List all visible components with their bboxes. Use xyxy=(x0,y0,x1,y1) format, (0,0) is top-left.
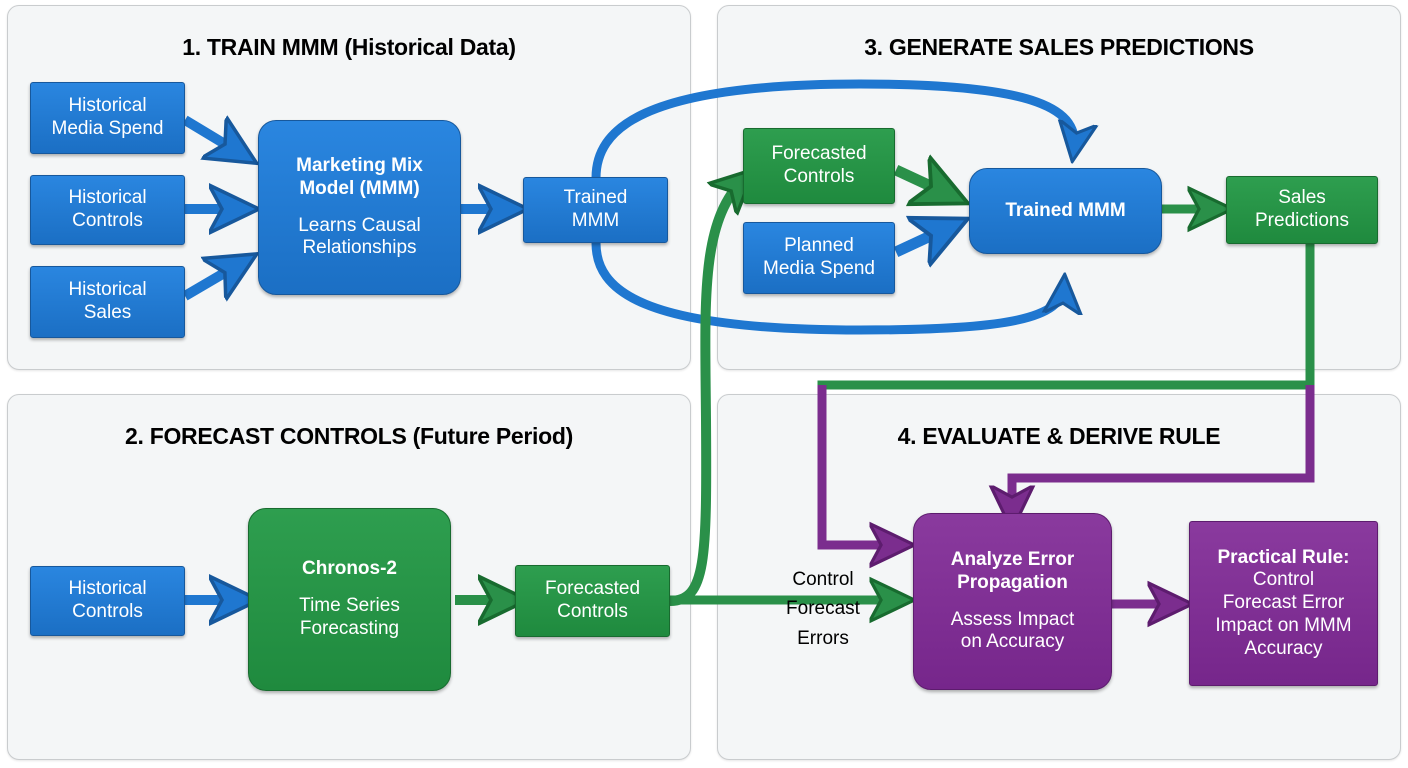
node-title-line1: Marketing Mix xyxy=(296,154,423,176)
node-label-line1: Planned xyxy=(784,235,854,257)
node-title-line2: Model (MMM) xyxy=(299,177,420,199)
node-label-line2: Sales xyxy=(83,302,132,323)
node-label-line2: Controls xyxy=(72,210,143,231)
node-line3: Impact on MMM xyxy=(1215,614,1352,636)
node-forecasted-controls-2[interactable]: Forecasted Controls xyxy=(515,565,670,637)
node-sub-line2: Forecasting xyxy=(299,617,400,639)
node-label-line1: Historical xyxy=(68,279,147,301)
node-label-line2: Controls xyxy=(783,166,855,187)
panel-title-4: 4. EVALUATE & DERIVE RULE xyxy=(897,423,1221,449)
node-title-line2: Propagation xyxy=(957,571,1068,593)
node-historical-sales[interactable]: Historical Sales xyxy=(30,266,185,338)
node-label-line1: Historical xyxy=(68,578,147,600)
node-title-line1: Analyze Error xyxy=(950,548,1075,570)
node-forecasted-controls-3[interactable]: Forecasted Controls xyxy=(743,128,895,204)
node-label-line2: Media Spend xyxy=(51,118,164,139)
node-historical-media-spend[interactable]: Historical Media Spend xyxy=(30,82,185,154)
panel-title-2: 2. FORECAST CONTROLS (Future Period) xyxy=(125,423,573,449)
node-title: Chronos-2 xyxy=(302,558,397,580)
node-label-line1: Historical xyxy=(68,187,147,209)
edge-label-line1: Control xyxy=(792,569,854,590)
node-label-line1: Sales xyxy=(1278,187,1326,209)
node-label-line2: Predictions xyxy=(1255,210,1349,231)
node-sub-line1: Assess Impact xyxy=(950,608,1075,630)
node-label-line2: Controls xyxy=(72,601,143,622)
node-label-line2: MMM xyxy=(571,210,620,231)
node-historical-controls-2[interactable]: Historical Controls xyxy=(30,566,185,636)
panel-title-1: 1. TRAIN MMM (Historical Data) xyxy=(182,34,516,60)
node-line1: Control xyxy=(1252,569,1315,591)
node-trained-mmm-3[interactable]: Trained MMM xyxy=(969,168,1162,254)
node-sub-line2: on Accuracy xyxy=(960,631,1065,653)
node-label-line1: Historical xyxy=(68,95,147,117)
node-analyze-error-propagation[interactable]: Analyze Error Propagation Assess Impact … xyxy=(913,513,1112,690)
node-title: Trained MMM xyxy=(1005,199,1126,221)
node-label-line2: Media Spend xyxy=(763,258,875,279)
node-trained-mmm-output[interactable]: Trained MMM xyxy=(523,177,668,243)
edge-label-control-forecast-errors: Control Forecast Errors xyxy=(748,565,898,653)
node-historical-controls-1[interactable]: Historical Controls xyxy=(30,175,185,245)
node-planned-media-spend[interactable]: Planned Media Spend xyxy=(743,222,895,294)
node-chronos-2[interactable]: Chronos-2 Time Series Forecasting xyxy=(248,508,451,691)
node-label-line1: Trained xyxy=(563,187,628,209)
edge-label-line3: Errors xyxy=(797,627,849,649)
panel-title-3: 3. GENERATE SALES PREDICTIONS xyxy=(864,34,1254,60)
node-sub-line1: Learns Causal xyxy=(298,214,421,236)
node-practical-rule[interactable]: Practical Rule: Control Forecast Error I… xyxy=(1189,521,1378,686)
edge-label-line2: Forecast xyxy=(786,598,860,620)
node-line2: Forecast Error xyxy=(1222,592,1345,614)
node-label-line1: Forecasted xyxy=(771,143,867,165)
node-sub-line1: Time Series xyxy=(299,595,400,617)
node-label-line1: Forecasted xyxy=(544,578,641,600)
node-sales-predictions[interactable]: Sales Predictions xyxy=(1226,176,1378,244)
node-marketing-mix-model[interactable]: Marketing Mix Model (MMM) Learns Causal … xyxy=(258,120,461,295)
node-sub-line2: Relationships xyxy=(302,237,417,259)
node-title: Practical Rule: xyxy=(1217,546,1350,568)
node-line4: Accuracy xyxy=(1244,637,1323,659)
node-label-line2: Controls xyxy=(557,601,628,622)
